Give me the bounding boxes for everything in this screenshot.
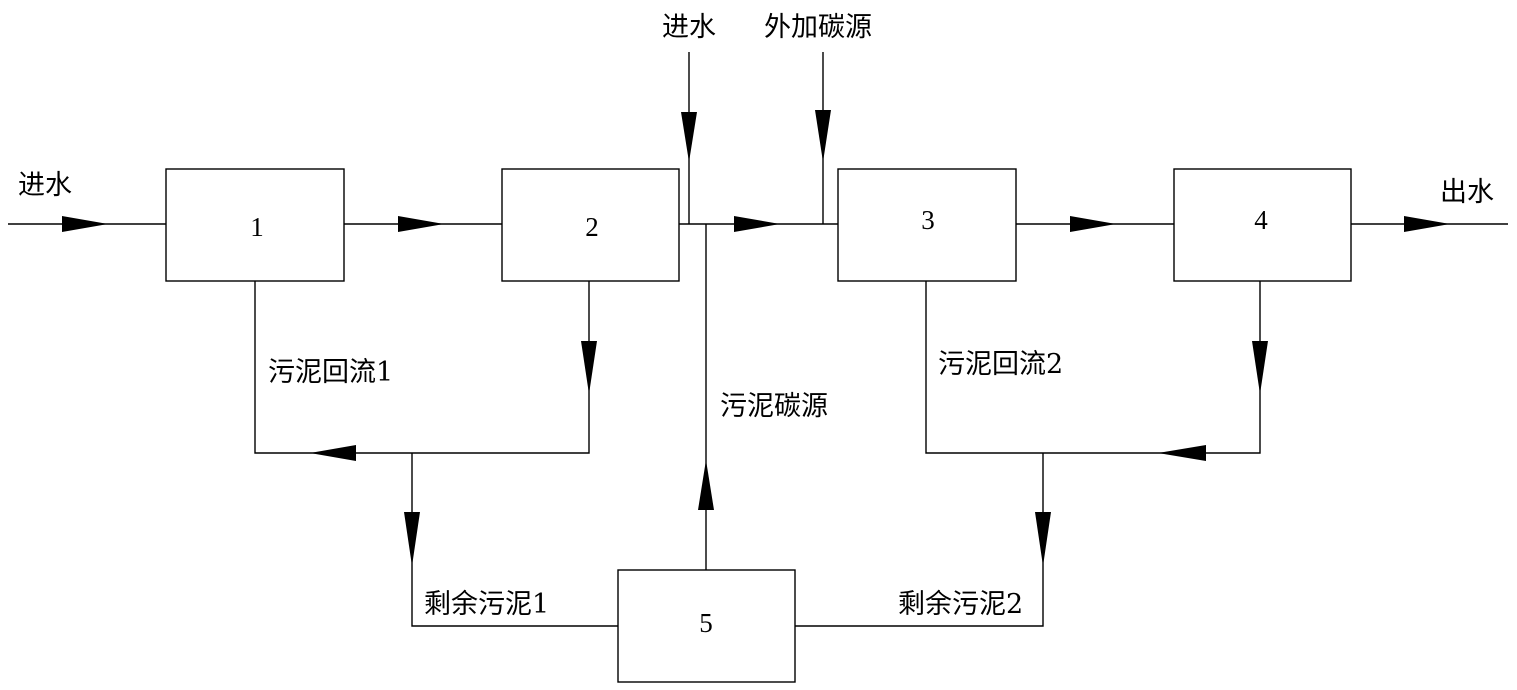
flow-line-excess-sludge-2 <box>795 453 1044 627</box>
arrow-down-icon <box>815 110 831 162</box>
unit-box-5 <box>617 569 796 683</box>
arrow-right-icon <box>62 216 108 232</box>
unit-label-1: 1 <box>250 212 264 242</box>
arrow-down-icon <box>581 341 597 394</box>
flow-line-excess-sludge-1 <box>411 453 618 627</box>
arrow-left-icon <box>310 445 356 461</box>
arrow-left-icon <box>1158 445 1206 461</box>
arrow-down-icon <box>1252 341 1268 394</box>
label-excess-sludge-2: 剩余污泥2 <box>898 589 1023 620</box>
unit-box-2 <box>501 168 680 282</box>
arrow-right-icon <box>398 216 444 232</box>
label-inlet-left: 进水 <box>18 170 72 201</box>
label-inlet-top: 进水 <box>662 12 716 43</box>
arrow-down-icon <box>1035 512 1051 566</box>
label-external-carbon: 外加碳源 <box>764 12 872 43</box>
unit-box-3 <box>837 168 1017 282</box>
arrow-up-icon <box>698 460 714 510</box>
unit-label-2: 2 <box>585 212 599 242</box>
label-sludge-return-1: 污泥回流1 <box>268 357 393 388</box>
unit-box-1 <box>165 168 345 282</box>
arrow-down-icon <box>404 512 420 566</box>
label-outlet: 出水 <box>1440 177 1494 208</box>
arrow-right-icon <box>734 216 780 232</box>
unit-label-4: 4 <box>1254 205 1268 235</box>
arrow-down-icon <box>681 112 697 162</box>
arrow-right-icon <box>1404 216 1450 232</box>
label-sludge-return-2: 污泥回流2 <box>938 349 1063 380</box>
unit-box-4 <box>1173 168 1352 282</box>
unit-label-5: 5 <box>699 608 713 638</box>
unit-label-3: 3 <box>921 205 935 235</box>
arrow-right-icon <box>1070 216 1116 232</box>
label-sludge-carbon: 污泥碳源 <box>720 391 828 422</box>
label-excess-sludge-1: 剩余污泥1 <box>424 589 549 620</box>
